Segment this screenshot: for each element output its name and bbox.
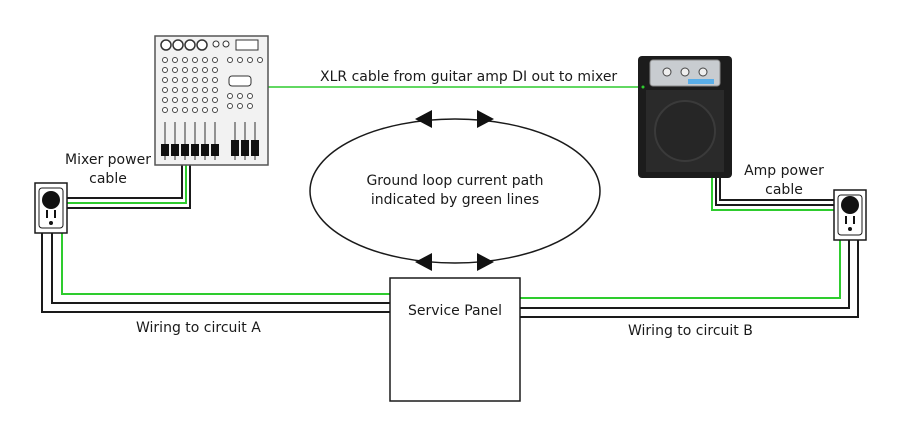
amp-power-label-line2: cable — [765, 182, 803, 198]
mixer-power-label-line1: Mixer power — [65, 152, 151, 168]
wiring-circuit-b — [520, 240, 859, 318]
mixer-power-label-line2: cable — [89, 171, 127, 187]
outlet-icon — [833, 189, 867, 241]
wiring-circuit-a-label: Wiring to circuit A — [136, 320, 261, 336]
ground-loop-ellipse — [309, 118, 601, 264]
mixer-icon — [154, 35, 269, 166]
service-panel-label: Service Panel — [408, 303, 502, 319]
ground-loop-label-line1: Ground loop current path — [366, 173, 544, 189]
mixer-power-cable — [46, 165, 191, 209]
arrow-icon — [415, 110, 494, 271]
wiring-circuit-b-label: Wiring to circuit B — [628, 323, 753, 339]
amp-power-label-line1: Amp power — [744, 163, 824, 179]
ground-loop-label-line2: indicated by green lines — [370, 192, 540, 208]
amp-icon — [638, 56, 732, 178]
outlet-icon — [34, 182, 68, 234]
service-panel-box — [389, 277, 521, 402]
xlr-cable-label: XLR cable from guitar amp DI out to mixe… — [320, 69, 618, 85]
wiring-circuit-a — [41, 232, 390, 313]
amp-power-cable — [711, 178, 852, 211]
